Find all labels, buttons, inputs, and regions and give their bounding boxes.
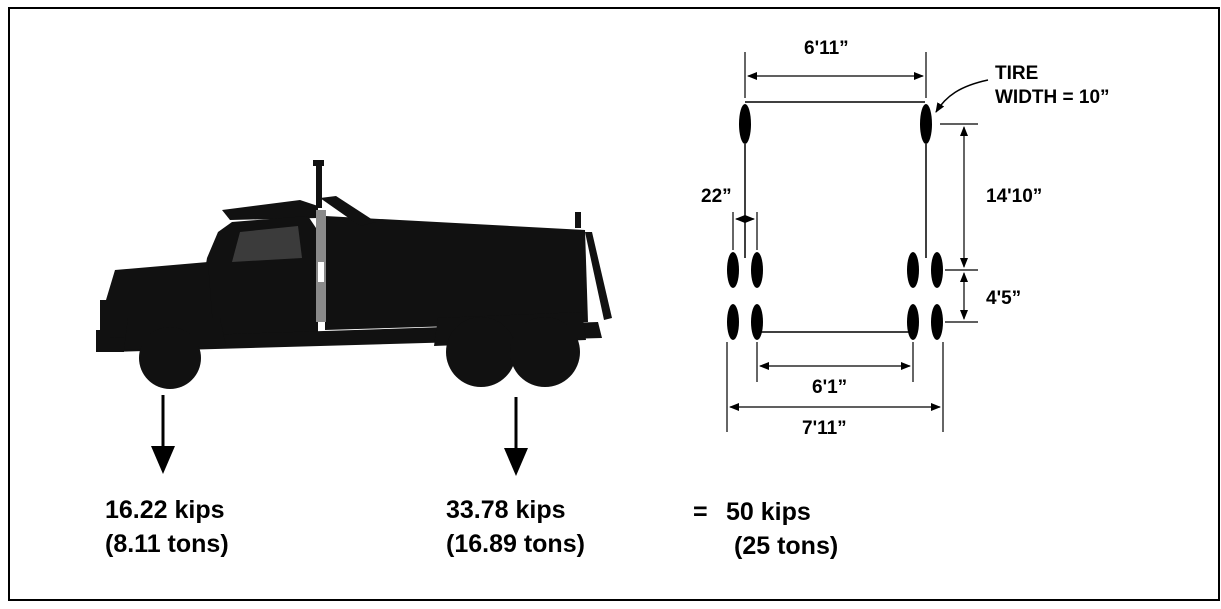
rear-left-inner-tire-2 xyxy=(751,304,763,340)
rear-right-outer-tire-2 xyxy=(931,304,943,340)
rear-right-inner-tire-1 xyxy=(907,252,919,288)
equals-sign: = xyxy=(693,498,708,526)
total-load-tons: (25 tons) xyxy=(734,532,839,560)
inner-track-label: 6'1” xyxy=(812,377,848,398)
dump-truck-silhouette xyxy=(96,160,612,389)
dual-spacing-label: 22” xyxy=(701,186,732,207)
rear-axle-load-tons: (16.89 tons) xyxy=(446,530,585,558)
axle-plan-view xyxy=(726,52,989,432)
rear-axle-load-arrow xyxy=(504,397,528,476)
rear-left-inner-tire-1 xyxy=(751,252,763,288)
rear-left-outer-tire-2 xyxy=(727,304,739,340)
front-axle-load-kips: 16.22 kips xyxy=(105,496,225,524)
total-load-kips: 50 kips xyxy=(726,498,811,526)
front-left-tire xyxy=(739,104,751,144)
front-axle-load-tons: (8.11 tons) xyxy=(105,530,229,558)
tire-width-label-line1: TIRE xyxy=(995,63,1039,84)
figure-border xyxy=(8,7,1220,601)
rear-axle-load-kips: 33.78 kips xyxy=(446,496,566,524)
front-right-tire xyxy=(920,104,932,144)
front-track-label: 6'11” xyxy=(804,38,849,59)
tandem-spacing-label: 4'5” xyxy=(986,288,1022,309)
tire-width-label-line2: WIDTH = 10” xyxy=(995,87,1110,108)
outer-track-label: 7'11” xyxy=(802,418,847,439)
rear-right-outer-tire-1 xyxy=(931,252,943,288)
front-axle-load-arrow xyxy=(151,395,175,474)
rear-right-inner-tire-2 xyxy=(907,304,919,340)
axle-spacing-label: 14'10” xyxy=(986,186,1043,207)
rear-left-outer-tire-1 xyxy=(727,252,739,288)
